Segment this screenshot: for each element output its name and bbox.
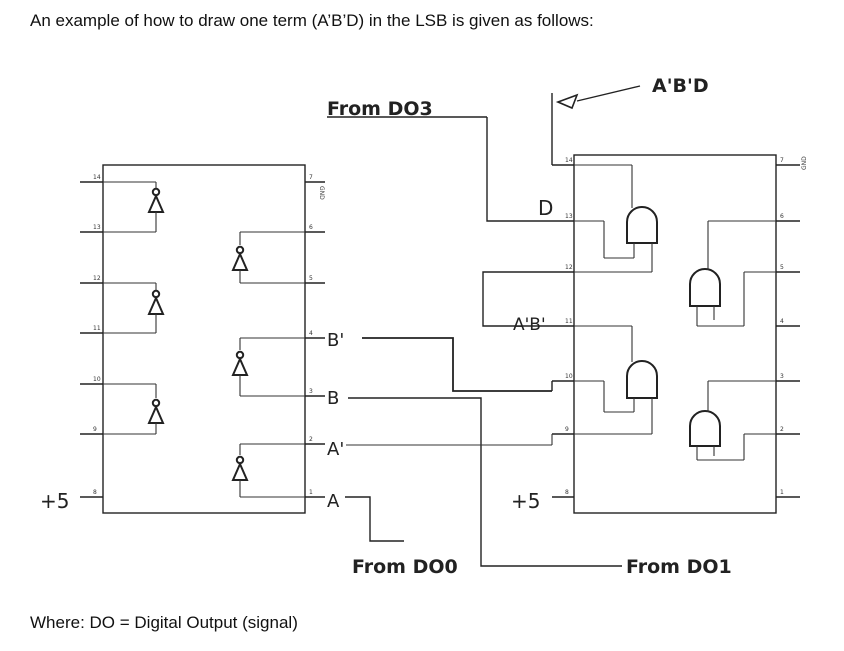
right-and-chip bbox=[573, 154, 777, 514]
svg-text:3: 3 bbox=[780, 373, 784, 380]
d-input-label: D bbox=[538, 196, 553, 220]
wire-a-to-do0 bbox=[345, 496, 404, 542]
inverter-gate bbox=[231, 356, 249, 376]
svg-text:6: 6 bbox=[309, 224, 313, 231]
svg-text:6: 6 bbox=[780, 213, 784, 220]
left-chip-gnd-label: GND bbox=[318, 186, 325, 200]
right-chip-and-gates bbox=[574, 164, 776, 461]
svg-text:9: 9 bbox=[93, 426, 97, 433]
svg-text:11: 11 bbox=[565, 318, 573, 325]
wire-ab-loop bbox=[482, 271, 552, 327]
right-chip-pin-numbers: 14 13 12 11 10 9 8 7 6 5 4 3 2 1 bbox=[565, 157, 784, 496]
svg-text:8: 8 bbox=[565, 489, 569, 496]
from-do3-label: From DO3 bbox=[327, 98, 433, 120]
svg-text:4: 4 bbox=[780, 318, 784, 325]
svg-text:10: 10 bbox=[93, 376, 101, 383]
right-chip-right-pins bbox=[776, 164, 800, 498]
svg-text:8: 8 bbox=[93, 489, 97, 496]
svg-text:10: 10 bbox=[565, 373, 573, 380]
svg-text:14: 14 bbox=[93, 174, 101, 181]
svg-text:2: 2 bbox=[309, 436, 313, 443]
svg-text:9: 9 bbox=[565, 426, 569, 433]
wire-do3-to-d bbox=[486, 117, 552, 222]
right-chip-left-pins bbox=[552, 164, 574, 498]
and-gate-1 bbox=[626, 206, 658, 244]
svg-text:2: 2 bbox=[780, 426, 784, 433]
output-arrow-line bbox=[576, 85, 641, 102]
output-term-label: A'B'D bbox=[652, 75, 709, 97]
svg-text:12: 12 bbox=[565, 264, 573, 271]
ab-intermediate-label: A'B' bbox=[513, 315, 546, 335]
right-chip-gnd-label: GND bbox=[801, 156, 808, 170]
a-label: A bbox=[327, 491, 340, 512]
b-prime-label: B' bbox=[327, 330, 344, 351]
plus5-right-label: +5 bbox=[511, 489, 540, 513]
footnote-text: Where: DO = Digital Output (signal) bbox=[30, 613, 298, 632]
b-label: B bbox=[327, 388, 339, 409]
left-chip-inverters-column-2 bbox=[231, 231, 305, 498]
svg-text:14: 14 bbox=[565, 157, 573, 164]
svg-text:5: 5 bbox=[780, 264, 784, 271]
wire-b-to-do1 bbox=[348, 397, 622, 567]
and-gate-4 bbox=[689, 410, 721, 447]
and-gate-3 bbox=[626, 360, 658, 399]
svg-text:5: 5 bbox=[309, 275, 313, 282]
svg-text:13: 13 bbox=[565, 213, 573, 220]
left-chip-pin-numbers: 14 13 12 11 10 9 8 7 6 5 4 3 2 1 bbox=[93, 174, 313, 496]
svg-text:1: 1 bbox=[780, 489, 784, 496]
svg-text:12: 12 bbox=[93, 275, 101, 282]
svg-text:7: 7 bbox=[309, 174, 313, 181]
svg-text:3: 3 bbox=[309, 388, 313, 395]
svg-text:4: 4 bbox=[309, 330, 313, 337]
left-chip-left-pins bbox=[80, 181, 103, 498]
left-inverter-chip bbox=[102, 164, 306, 514]
left-chip-right-pins bbox=[305, 181, 325, 498]
inverter-gate bbox=[147, 404, 165, 424]
from-do1-label: From DO1 bbox=[626, 556, 732, 578]
a-prime-label: A' bbox=[327, 439, 344, 460]
inverter-gate bbox=[147, 295, 165, 315]
output-arrow-icon bbox=[555, 93, 579, 110]
wire-b-prime bbox=[362, 337, 552, 392]
intro-text: An example of how to draw one term (A’B’… bbox=[30, 11, 594, 30]
svg-text:11: 11 bbox=[93, 325, 101, 332]
inverter-gate bbox=[231, 251, 249, 271]
left-chip-inverters-column-1 bbox=[103, 181, 165, 435]
from-do0-label: From DO0 bbox=[352, 556, 458, 578]
and-gate-2 bbox=[689, 268, 721, 307]
inverter-gate bbox=[147, 193, 165, 213]
svg-text:7: 7 bbox=[780, 157, 784, 164]
inverter-gate bbox=[231, 461, 249, 481]
svg-text:1: 1 bbox=[309, 489, 313, 496]
plus5-left-label: +5 bbox=[40, 489, 69, 513]
svg-text:13: 13 bbox=[93, 224, 101, 231]
